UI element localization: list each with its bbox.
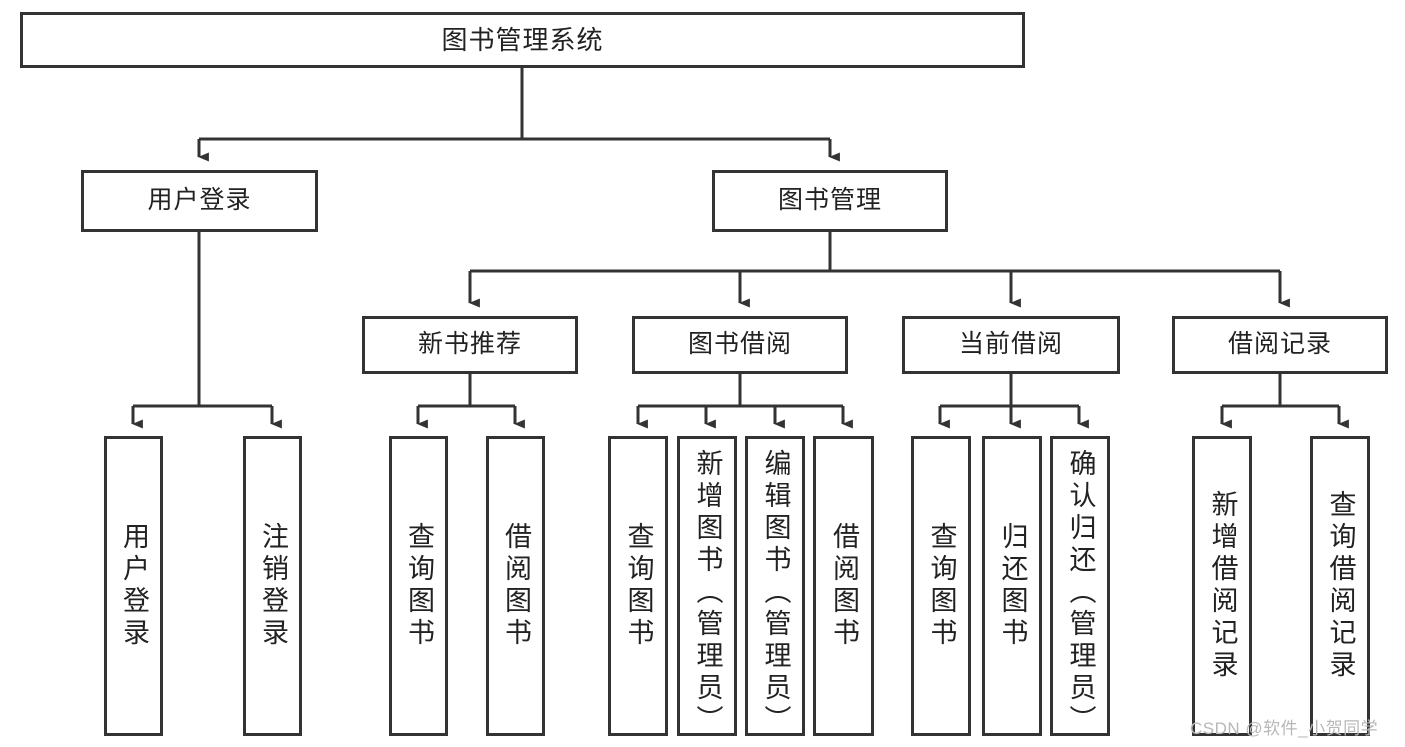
leaf-borrow-query-book[interactable]: 查询图书 xyxy=(608,436,668,736)
node-current-borrow[interactable]: 当前借阅 xyxy=(902,316,1120,374)
node-book-borrow[interactable]: 图书借阅 xyxy=(632,316,848,374)
leaf-borrow-borrow-book[interactable]: 借阅图书 xyxy=(813,436,874,736)
node-root-label: 图书管理系统 xyxy=(441,24,604,55)
leaf-current-return-book-label: 归还图书 xyxy=(997,522,1028,650)
node-book-management-label: 图书管理 xyxy=(777,186,882,215)
leaf-borrow-query-book-label: 查询图书 xyxy=(623,522,654,650)
node-book-borrow-label: 图书借阅 xyxy=(687,330,792,359)
leaf-newbook-borrow-book-label: 借阅图书 xyxy=(501,522,531,650)
leaf-newbook-borrow-book[interactable]: 借阅图书 xyxy=(486,436,545,736)
leaf-current-query-book[interactable]: 查询图书 xyxy=(911,436,971,736)
leaf-borrow-add-book-label: 新增图书（管理员） xyxy=(692,449,723,737)
node-current-borrow-label: 当前借阅 xyxy=(958,330,1063,359)
leaf-current-confirm-return-label: 确认归还（管理员） xyxy=(1065,449,1096,737)
leaf-current-query-book-label: 查询图书 xyxy=(926,522,957,650)
leaf-borrow-edit-book-label: 编辑图书（管理员） xyxy=(760,449,791,737)
leaf-logout[interactable]: 注销登录 xyxy=(243,436,302,736)
node-book-management[interactable]: 图书管理 xyxy=(712,170,948,232)
leaf-current-return-book[interactable]: 归还图书 xyxy=(982,436,1042,736)
leaf-records-add-record-label: 新增借阅记录 xyxy=(1207,490,1238,682)
leaf-newbook-query-book[interactable]: 查询图书 xyxy=(389,436,448,736)
leaf-borrow-edit-book[interactable]: 编辑图书（管理员） xyxy=(745,436,805,737)
leaf-borrow-add-book[interactable]: 新增图书（管理员） xyxy=(677,436,737,737)
leaf-user-login[interactable]: 用户登录 xyxy=(104,436,163,736)
leaf-logout-label: 注销登录 xyxy=(258,522,288,650)
csdn-watermark: CSDN @软件_小贺同学 xyxy=(1190,719,1379,738)
node-borrow-records-label: 借阅记录 xyxy=(1227,330,1332,359)
node-borrow-records[interactable]: 借阅记录 xyxy=(1172,316,1388,374)
node-new-book-recommend-label: 新书推荐 xyxy=(417,330,522,359)
leaf-newbook-query-book-label: 查询图书 xyxy=(404,522,434,650)
leaf-borrow-borrow-book-label: 借阅图书 xyxy=(829,522,859,650)
node-user-login[interactable]: 用户登录 xyxy=(81,170,318,232)
leaf-records-query-record[interactable]: 查询借阅记录 xyxy=(1310,436,1370,736)
node-root[interactable]: 图书管理系统 xyxy=(20,12,1025,68)
node-user-login-label: 用户登录 xyxy=(147,186,252,215)
leaf-records-add-record[interactable]: 新增借阅记录 xyxy=(1192,436,1252,736)
node-new-book-recommend[interactable]: 新书推荐 xyxy=(362,316,578,374)
leaf-current-confirm-return[interactable]: 确认归还（管理员） xyxy=(1050,436,1110,737)
leaf-records-query-record-label: 查询借阅记录 xyxy=(1325,490,1356,682)
leaf-user-login-label: 用户登录 xyxy=(119,522,149,650)
